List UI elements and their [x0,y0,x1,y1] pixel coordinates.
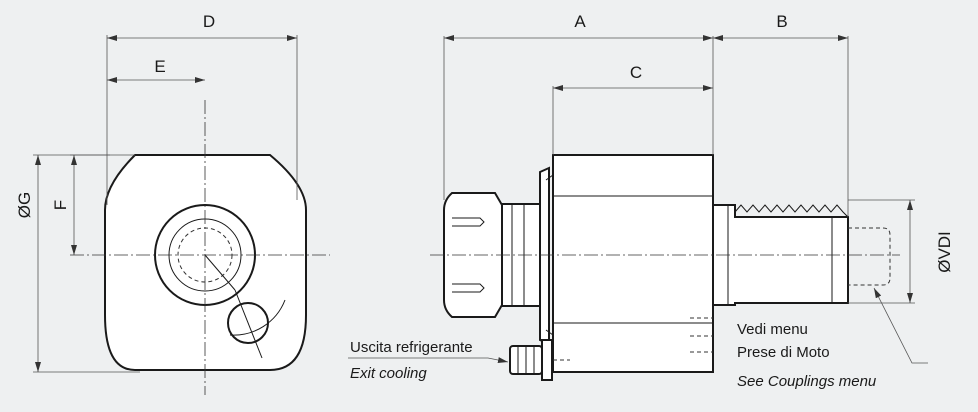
dim-label-G: ØG [15,192,34,218]
flange [539,166,550,346]
note-couplings-it-1: Vedi menu [737,321,808,338]
collet-slot-bottom [452,283,485,293]
couplings-leader [873,287,928,364]
dim-label-D: D [203,12,215,31]
side-view: A B C ØVDI Uscita refrigerante Exit cool… [348,12,954,390]
front-radius-line [204,254,236,291]
dim-label-VDI: ØVDI [935,231,954,273]
front-arc [229,299,286,336]
note-coolant-en: Exit cooling [350,365,427,382]
dim-label-E: E [154,57,165,76]
flange-chamfer [545,174,554,336]
coolant-leader [348,357,509,363]
dim-label-B: B [776,12,787,31]
note-couplings-en: See Couplings menu [737,373,877,390]
shank-hidden-bore [848,227,891,286]
main-body [552,154,714,373]
front-hole-leader [234,289,263,359]
coolant-fitting [509,339,553,381]
collet-nut [443,192,503,318]
shank-thread [734,204,849,218]
dim-label-A: A [574,12,586,31]
front-view: D E F ØG [15,12,330,395]
note-coolant-it: Uscita refrigerante [350,339,473,356]
dim-label-C: C [630,63,642,82]
collet-slot-top [452,217,485,227]
dim-label-F: F [51,200,70,210]
note-couplings-it-2: Prese di Moto [737,344,830,361]
